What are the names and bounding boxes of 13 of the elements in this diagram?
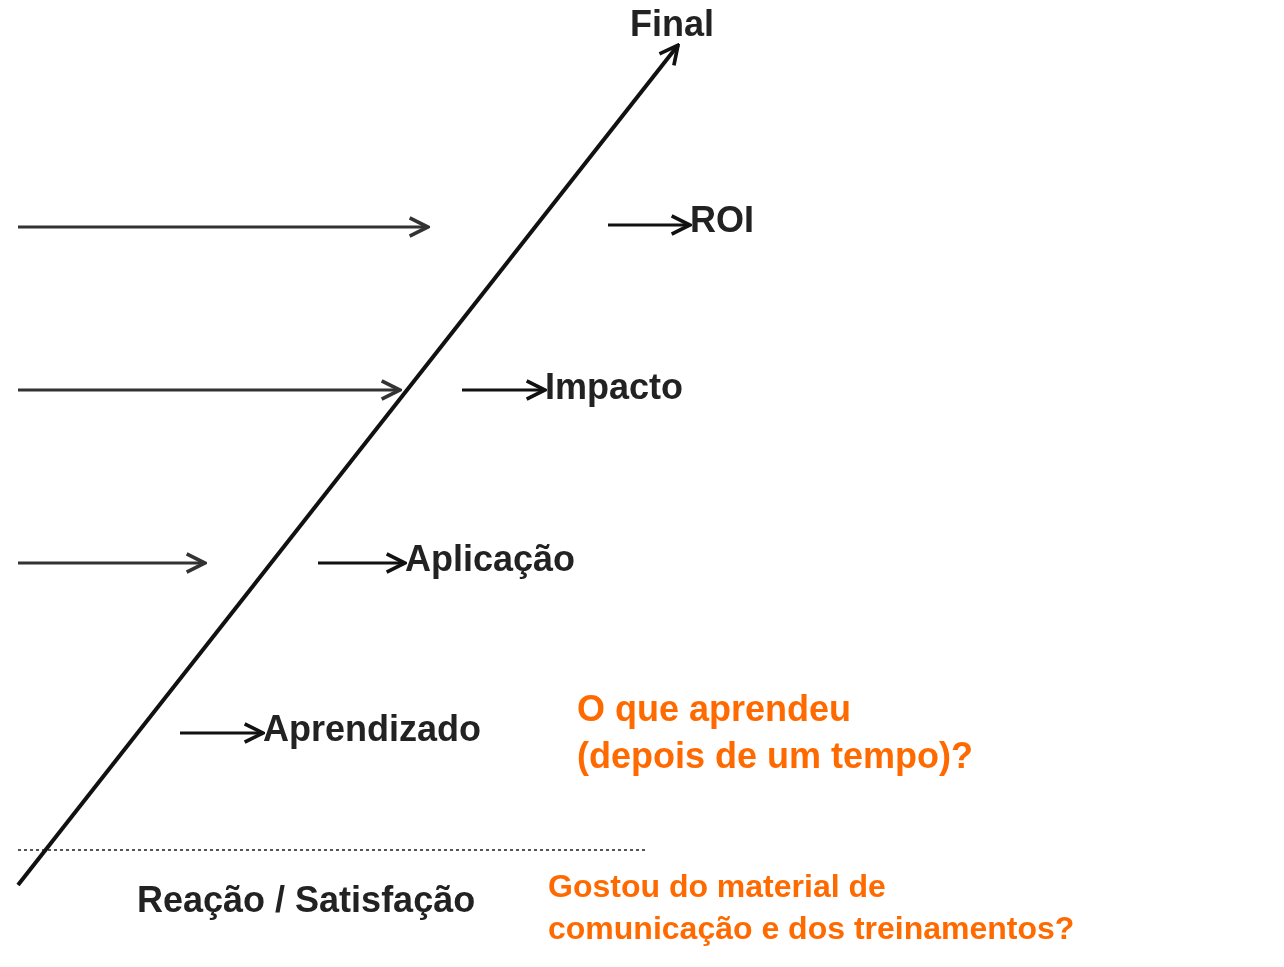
level-label: Reação / Satisfação xyxy=(137,878,476,922)
arrow xyxy=(16,43,680,887)
arrow xyxy=(608,214,692,236)
level-label: Final xyxy=(630,2,714,46)
arrow xyxy=(462,379,547,401)
question-note: O que aprendeu (depois de um tempo)? xyxy=(577,687,974,778)
level-label: Aplicação xyxy=(405,537,576,581)
level-label: Impacto xyxy=(545,365,684,409)
arrow xyxy=(180,722,265,744)
level-label: ROI xyxy=(690,198,754,242)
arrow xyxy=(318,552,407,574)
question-note: Gostou do material de comunicação e dos treinamentos? xyxy=(548,867,1076,948)
level-label: Aprendizado xyxy=(263,707,481,751)
